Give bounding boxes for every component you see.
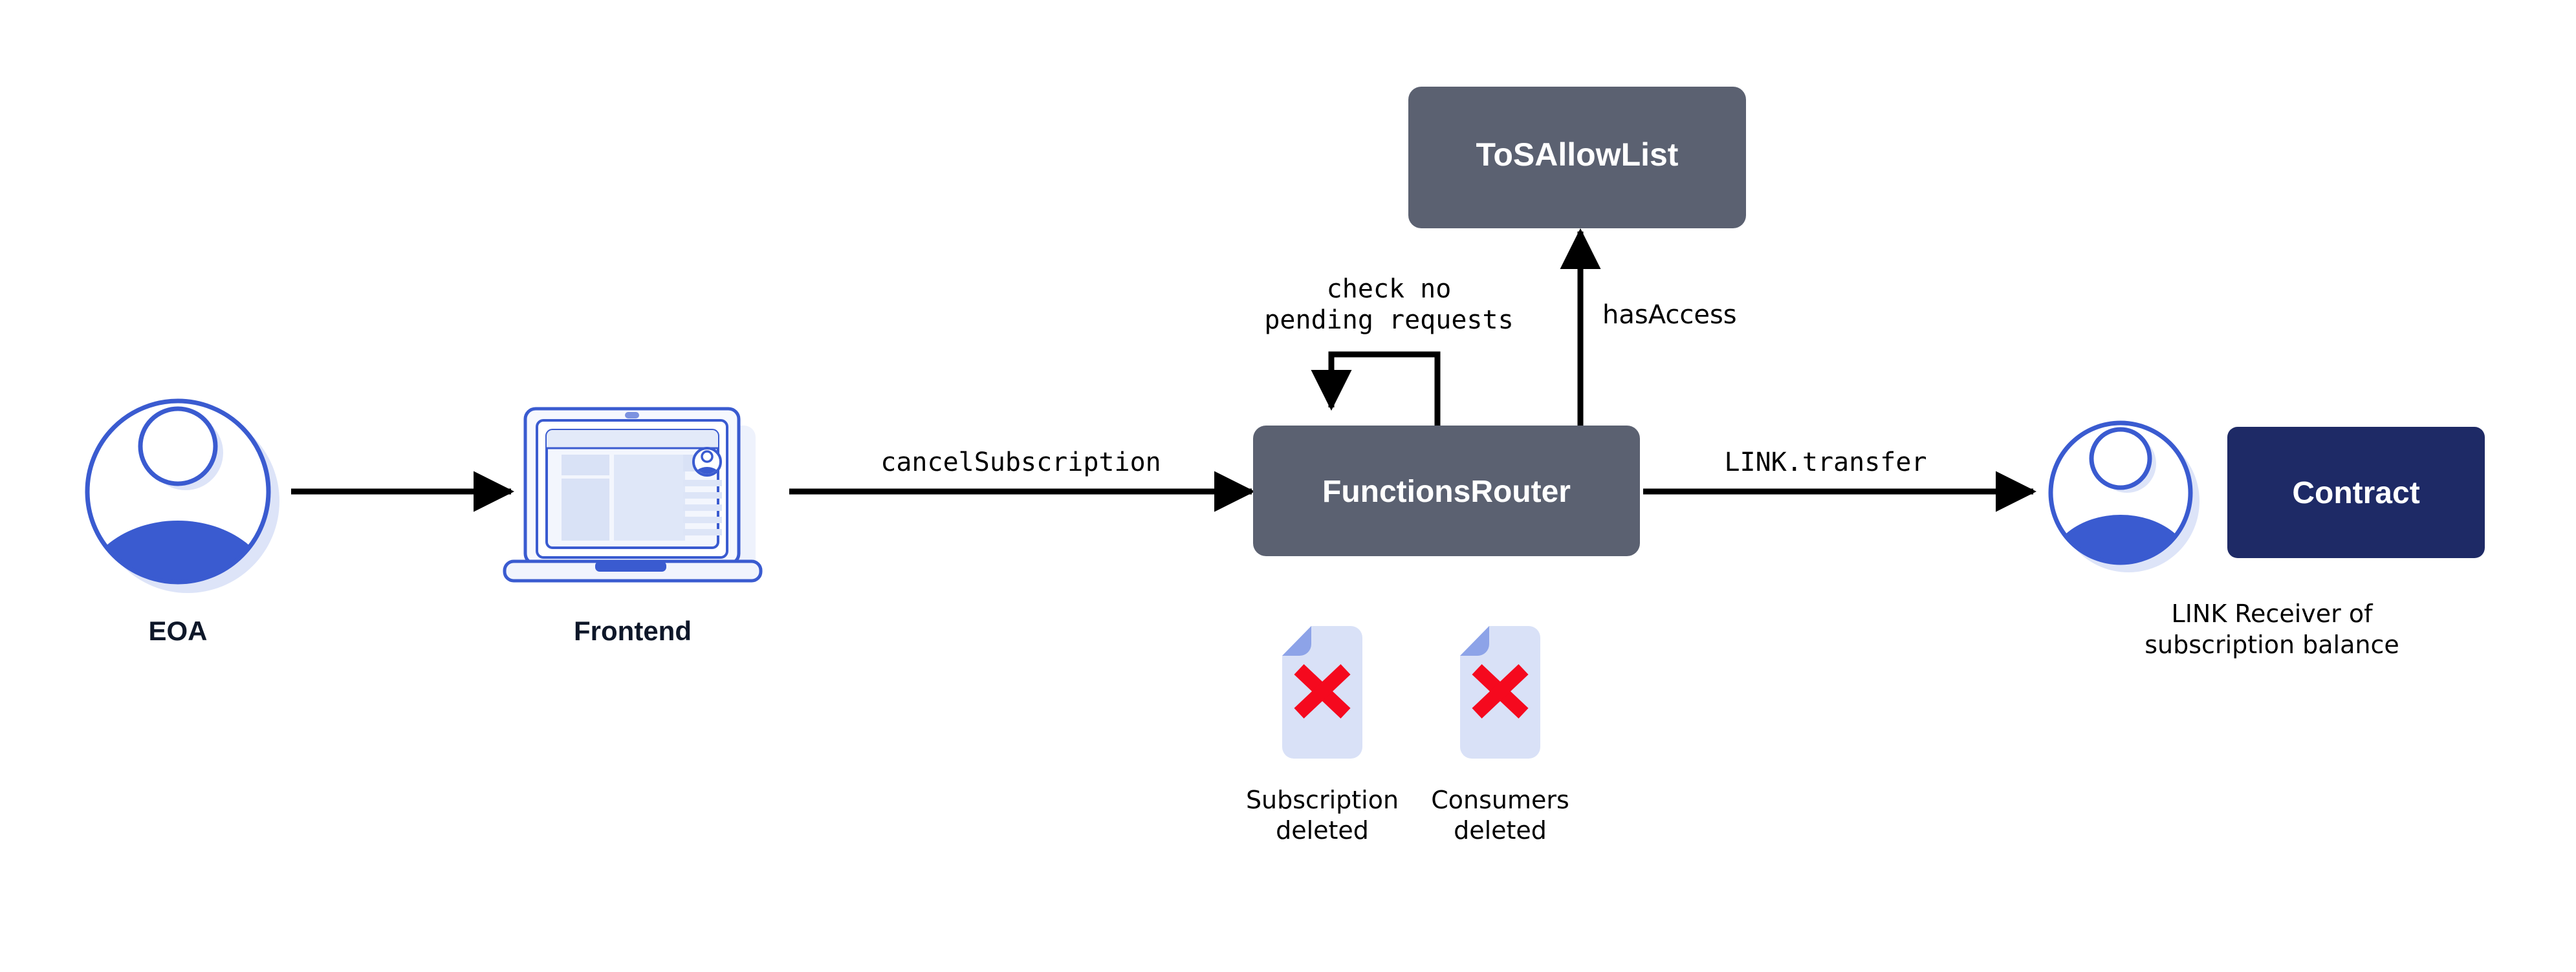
red-x-icon <box>1294 664 1351 718</box>
functions-router-box[interactable] <box>1253 426 1640 556</box>
contract-label: Contract <box>2292 476 2419 510</box>
tos-allow-list-box[interactable] <box>1408 87 1746 228</box>
link-receiver-label-line1: LINK Receiver of <box>2172 599 2374 628</box>
functions-router-label: FunctionsRouter <box>1322 475 1571 509</box>
link-receiver-avatar-icon <box>2048 420 2199 572</box>
edge-router-self-loop <box>1311 351 1441 426</box>
subscription-deleted-label-line1: Subscription <box>1246 786 1399 814</box>
consumers-deleted-label-line1: Consumers <box>1431 786 1569 814</box>
frontend-laptop-icon <box>503 407 763 583</box>
subscription-deleted-document-x-icon <box>1282 626 1362 759</box>
tos-allow-list-label: ToSAllowList <box>1476 136 1679 173</box>
edge-label-pending-requests: pending requests <box>1264 305 1513 335</box>
consumers-deleted-label-line2: deleted <box>1454 816 1547 845</box>
subscription-deleted-label-line2: deleted <box>1276 816 1369 845</box>
edge-label-has-access: hasAccess <box>1602 300 1737 330</box>
frontend-label: Frontend <box>574 616 692 646</box>
edge-label-cancel-subscription: cancelSubscription <box>880 448 1161 477</box>
eoa-label: EOA <box>148 616 207 646</box>
red-x-icon <box>1472 664 1529 718</box>
edge-label-link-transfer: LINK.transfer <box>1724 448 1927 477</box>
arrow-path <box>1311 351 1441 426</box>
link-receiver-label-line2: subscription balance <box>2145 631 2399 659</box>
contract-box[interactable] <box>2227 427 2485 558</box>
eoa-avatar-icon <box>85 398 279 593</box>
edge-label-check-no: check no <box>1327 274 1452 304</box>
consumers-deleted-document-x-icon <box>1460 626 1540 759</box>
